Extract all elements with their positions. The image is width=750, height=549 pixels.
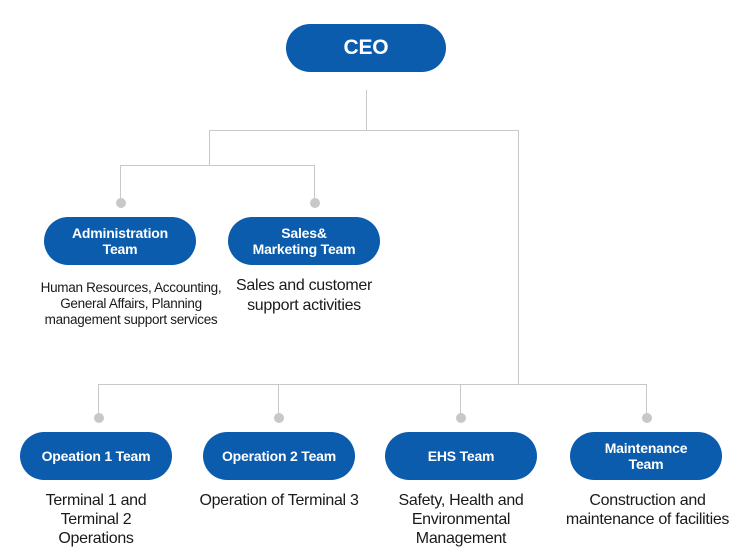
main-vertical-line — [518, 130, 519, 385]
maintenance-connector-dot — [642, 413, 652, 423]
lower-horizontal-line — [98, 384, 647, 385]
sales-drop-line — [314, 165, 315, 201]
operation-2-team-description: Operation of Terminal 3 — [199, 492, 359, 509]
ceo-node: CEO — [286, 24, 446, 72]
ceo-connector-line — [366, 90, 367, 130]
ehs-team-description: Safety, Health and Environmental Managem… — [398, 492, 524, 547]
ehs-drop-line — [460, 384, 461, 418]
operation-2-team-node: Operation 2 Team — [203, 432, 355, 480]
sales-marketing-team-node: Sales& Marketing Team — [228, 217, 380, 265]
op1-drop-line — [98, 384, 99, 418]
upper-horizontal-line — [209, 130, 519, 131]
sales-marketing-team-description: Sales and customer support activities — [235, 277, 372, 314]
operation-1-team-node: Opeation 1 Team — [20, 432, 172, 480]
operation-1-team-description: Terminal 1 and Terminal 2 Operations — [45, 492, 147, 547]
op2-connector-dot — [274, 413, 284, 423]
admin-drop-line — [120, 165, 121, 201]
admin-connector-line — [209, 130, 210, 165]
op2-drop-line — [278, 384, 279, 418]
admin-branch-line — [120, 165, 210, 166]
ehs-connector-dot — [456, 413, 466, 423]
sales-connector-dot — [310, 198, 320, 208]
maintenance-drop-line — [646, 384, 647, 418]
administration-team-description: Human Resources, Accounting, General Aff… — [40, 280, 222, 327]
admin-connector-dot — [116, 198, 126, 208]
maintenance-team-description: Construction and maintenance of faciliti… — [565, 492, 730, 528]
op1-connector-dot — [94, 413, 104, 423]
maintenance-team-node: Maintenance Team — [570, 432, 722, 480]
administration-team-node: Administration Team — [44, 217, 196, 265]
sales-branch-line — [209, 165, 315, 166]
ehs-team-node: EHS Team — [385, 432, 537, 480]
